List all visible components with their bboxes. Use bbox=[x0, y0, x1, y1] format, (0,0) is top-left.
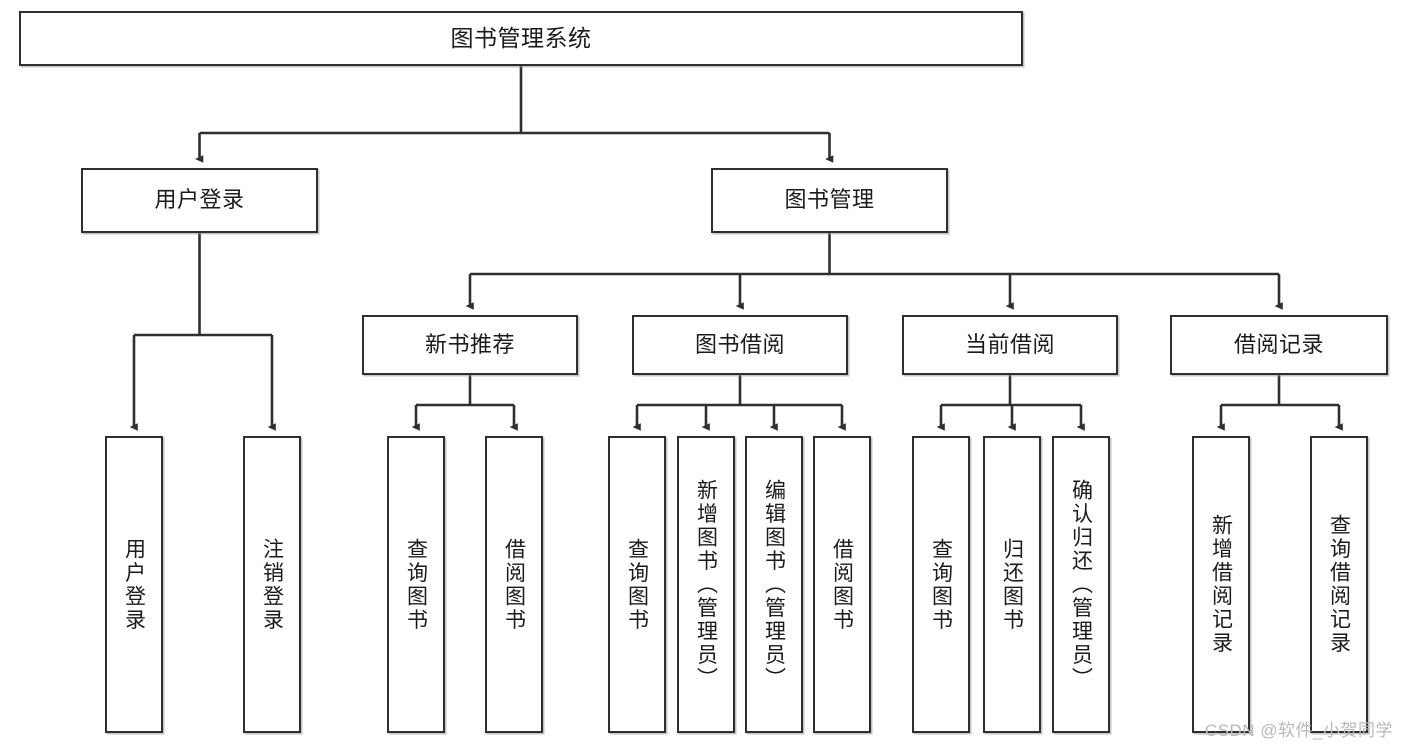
node-root[interactable]: 图书管理系统 bbox=[19, 11, 1023, 66]
node-label: 查询图书 bbox=[404, 537, 428, 632]
node-leaf_br_query[interactable]: 查询借阅记录 bbox=[1310, 436, 1368, 733]
node-book_borrow[interactable]: 图书借阅 bbox=[632, 315, 848, 375]
node-current_borrow[interactable]: 当前借阅 bbox=[902, 315, 1118, 375]
node-leaf_cb_return[interactable]: 归还图书 bbox=[983, 436, 1041, 733]
node-leaf_bb_add[interactable]: 新增图书（管理员） bbox=[677, 436, 735, 733]
node-leaf_bb_edit[interactable]: 编辑图书（管理员） bbox=[745, 436, 803, 733]
node-book_manage[interactable]: 图书管理 bbox=[711, 168, 948, 233]
node-label: 用户登录 bbox=[154, 187, 245, 213]
node-new_book_rec[interactable]: 新书推荐 bbox=[362, 315, 578, 375]
node-user_login[interactable]: 用户登录 bbox=[81, 168, 318, 233]
node-label: 新书推荐 bbox=[424, 331, 515, 357]
node-leaf_user_logout[interactable]: 注销登录 bbox=[243, 436, 301, 733]
node-leaf_bb_borrow[interactable]: 借阅图书 bbox=[813, 436, 871, 733]
node-label: 归还图书 bbox=[1000, 537, 1024, 632]
node-label: 借阅图书 bbox=[502, 537, 526, 632]
node-label: 编辑图书（管理员） bbox=[762, 478, 786, 691]
node-leaf_br_add[interactable]: 新增借阅记录 bbox=[1192, 436, 1250, 733]
node-borrow_record[interactable]: 借阅记录 bbox=[1170, 315, 1388, 375]
node-label: 图书管理系统 bbox=[450, 24, 592, 51]
node-label: 新增借阅记录 bbox=[1209, 514, 1233, 655]
node-leaf_user_login[interactable]: 用户登录 bbox=[105, 436, 163, 733]
node-leaf_nb_borrow[interactable]: 借阅图书 bbox=[485, 436, 543, 733]
node-label: 图书管理 bbox=[784, 187, 875, 213]
node-label: 借阅记录 bbox=[1233, 331, 1324, 357]
node-label: 借阅图书 bbox=[830, 537, 854, 632]
node-label: 用户登录 bbox=[122, 537, 146, 632]
node-leaf_bb_query[interactable]: 查询图书 bbox=[608, 436, 666, 733]
node-label: 图书借阅 bbox=[694, 331, 785, 357]
node-label: 当前借阅 bbox=[964, 331, 1055, 357]
node-label: 确认归还（管理员） bbox=[1069, 478, 1093, 691]
csdn-watermark: CSDN @软件_小贺同学 bbox=[1204, 721, 1393, 740]
node-label: 查询图书 bbox=[625, 537, 649, 632]
node-leaf_cb_confirm[interactable]: 确认归还（管理员） bbox=[1052, 436, 1110, 733]
node-leaf_nb_query[interactable]: 查询图书 bbox=[387, 436, 445, 733]
node-label: 注销登录 bbox=[260, 537, 284, 632]
node-leaf_cb_query[interactable]: 查询图书 bbox=[912, 436, 970, 733]
node-label: 查询图书 bbox=[929, 537, 953, 632]
node-label: 查询借阅记录 bbox=[1327, 514, 1351, 655]
node-label: 新增图书（管理员） bbox=[694, 478, 718, 691]
